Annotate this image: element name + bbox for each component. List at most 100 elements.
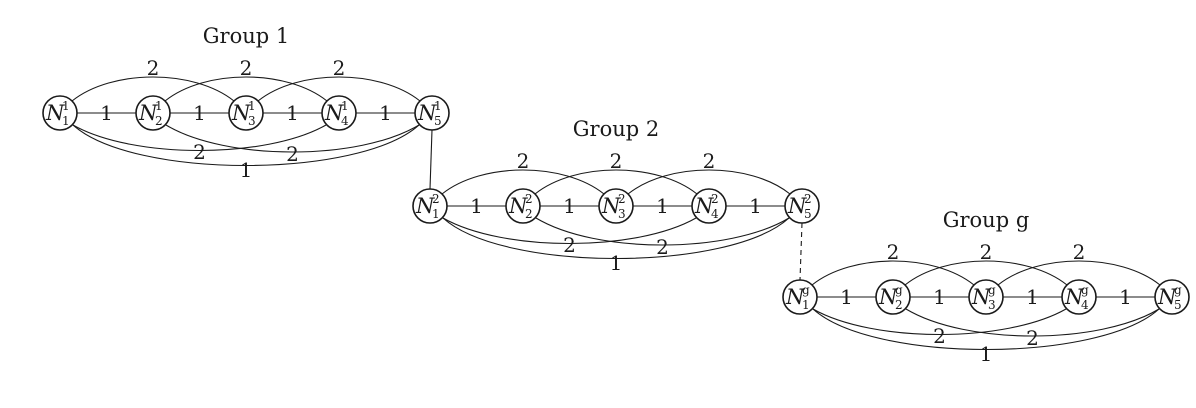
group-1-weight-adjacent: 1	[286, 101, 299, 125]
node-superscript: g	[1174, 283, 1182, 297]
group-1-edge-skip	[164, 76, 328, 102]
node-superscript: 1	[341, 99, 349, 113]
inter-group-link-1	[429, 129, 433, 190]
node-subscript: 4	[711, 207, 719, 221]
node-superscript: g	[895, 283, 903, 297]
group-3-title: Group g	[943, 208, 1030, 232]
node-circle	[1154, 279, 1190, 315]
group-1-weight-adjacent: 1	[100, 101, 113, 125]
node-subscript: 5	[434, 114, 442, 128]
node-circle	[505, 188, 541, 224]
group-3-node-2: Ng2	[875, 279, 911, 315]
group-3-edge-skip	[811, 260, 975, 286]
node-symbol: N	[417, 101, 437, 125]
group-3-weight-skip: 2	[887, 240, 900, 264]
node-circle	[782, 279, 818, 315]
group-3-node-1: Ng1	[782, 279, 818, 315]
group-1-weight-lower: 2	[286, 142, 299, 166]
group-2-node-5: N25	[784, 188, 820, 224]
group-2-weight-adjacent: 1	[470, 194, 483, 218]
node-subscript: 4	[341, 114, 349, 128]
group-2-weight-skip: 2	[610, 149, 623, 173]
node-subscript: 3	[248, 114, 256, 128]
node-symbol: N	[787, 194, 807, 218]
node-superscript: 1	[155, 99, 163, 113]
group-3-weight-adjacent: 1	[1026, 285, 1039, 309]
node-superscript: 2	[804, 192, 812, 206]
node-superscript: 2	[525, 192, 533, 206]
group-3-weight-skip: 2	[1073, 240, 1086, 264]
group-1-weight-skip: 2	[147, 56, 160, 80]
group-3-weight-lower: 2	[1026, 326, 1039, 350]
group-2-node-1: N21	[412, 188, 448, 224]
group-2-weight-skip: 2	[703, 149, 716, 173]
group-1-node-2: N12	[135, 95, 171, 131]
node-subscript: 5	[804, 207, 812, 221]
group-2-weight-lower: 2	[656, 235, 669, 259]
node-symbol: N	[45, 101, 65, 125]
group-1-weight-skip: 2	[240, 56, 253, 80]
group-1-weight-lower: 2	[193, 140, 206, 164]
node-circle	[228, 95, 264, 131]
group-2-node-3: N23	[598, 188, 634, 224]
node-subscript: 1	[802, 298, 810, 312]
group-2-weight-lower: 2	[563, 233, 576, 257]
node-superscript: 2	[711, 192, 719, 206]
group-1-node-4: N14	[321, 95, 357, 131]
node-symbol: N	[324, 101, 344, 125]
node-superscript: 1	[434, 99, 442, 113]
group-1-weight-adjacent: 1	[193, 101, 206, 125]
node-circle	[42, 95, 78, 131]
node-superscript: 2	[432, 192, 440, 206]
node-superscript: g	[1081, 283, 1089, 297]
group-2-edge-lower	[442, 217, 790, 260]
group-2-title: Group 2	[573, 117, 659, 141]
node-subscript: 1	[432, 207, 440, 221]
group-3-node-5: Ng5	[1154, 279, 1190, 315]
group-2-weight-adjacent: 1	[656, 194, 669, 218]
group-1-weight-adjacent: 1	[379, 101, 392, 125]
node-subscript: 2	[155, 114, 163, 128]
group-2-weight-adjacent: 1	[563, 194, 576, 218]
node-superscript: 2	[618, 192, 626, 206]
group-3-weight-adjacent: 1	[840, 285, 853, 309]
node-circle	[414, 95, 450, 131]
group-1-node-1: N11	[42, 95, 78, 131]
group-1-weight-lower: 1	[240, 158, 253, 182]
node-symbol: N	[415, 194, 435, 218]
group-1-edge-skip	[71, 76, 235, 102]
group-2-edge-lower	[442, 217, 697, 244]
node-symbol: N	[785, 285, 805, 309]
group-2-node-4: N24	[691, 188, 727, 224]
group-3-edge-lower	[905, 308, 1160, 337]
inter-group-links	[429, 129, 803, 281]
node-superscript: g	[988, 283, 996, 297]
group-2-weight-adjacent: 1	[749, 194, 762, 218]
node-circle	[968, 279, 1004, 315]
group-2-weight-skip: 2	[517, 149, 530, 173]
group-3-edge-skip	[904, 260, 1068, 286]
group-2-node-2: N22	[505, 188, 541, 224]
group-2-edge-skip	[627, 169, 791, 195]
node-symbol: N	[694, 194, 714, 218]
group-1-weight-skip: 2	[333, 56, 346, 80]
node-symbol: N	[971, 285, 991, 309]
node-subscript: 2	[895, 298, 903, 312]
node-symbol: N	[508, 194, 528, 218]
group-3-weight-adjacent: 1	[933, 285, 946, 309]
group-1-edge-skip	[257, 76, 421, 102]
node-circle	[784, 188, 820, 224]
node-superscript: g	[802, 283, 810, 297]
group-1-edge-lower	[72, 124, 420, 167]
group-3-node-4: Ng4	[1061, 279, 1097, 315]
node-symbol: N	[231, 101, 251, 125]
inter-group-link-2	[799, 222, 803, 281]
group-3-edge-skip	[997, 260, 1161, 286]
group-2-edge-skip	[441, 169, 605, 195]
node-circle	[875, 279, 911, 315]
node-superscript: 1	[248, 99, 256, 113]
node-subscript: 5	[1174, 298, 1182, 312]
group-3-weight-skip: 2	[980, 240, 993, 264]
